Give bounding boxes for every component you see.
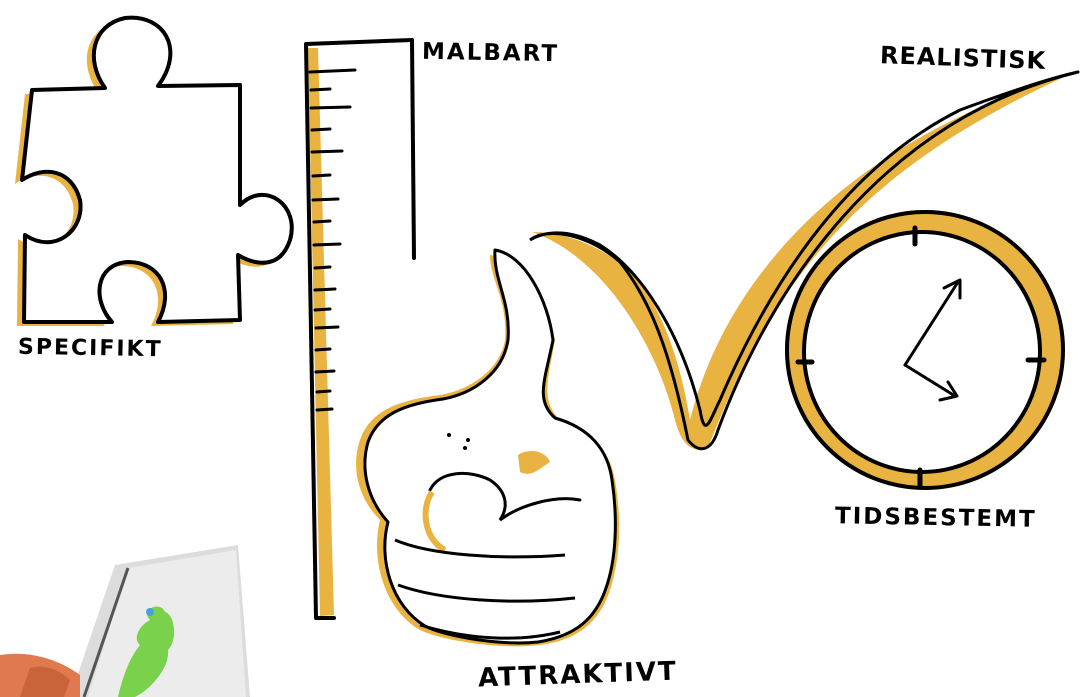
label-attractive: ATTRAKTIVT — [477, 656, 679, 694]
label-realistic: REALISTISK — [879, 41, 1047, 75]
label-measurable: MALBART — [421, 38, 560, 68]
photo-fragment — [0, 545, 250, 697]
puzzle-piece-icon — [15, 15, 294, 327]
thumbs-up-icon — [356, 248, 620, 647]
clock-icon — [785, 210, 1065, 490]
label-specific: SPECIFIKT — [17, 334, 163, 363]
ruler-icon — [304, 38, 416, 620]
label-time-bound: TIDSBESTEMT — [834, 503, 1037, 533]
checkmark-icon — [529, 70, 1080, 451]
